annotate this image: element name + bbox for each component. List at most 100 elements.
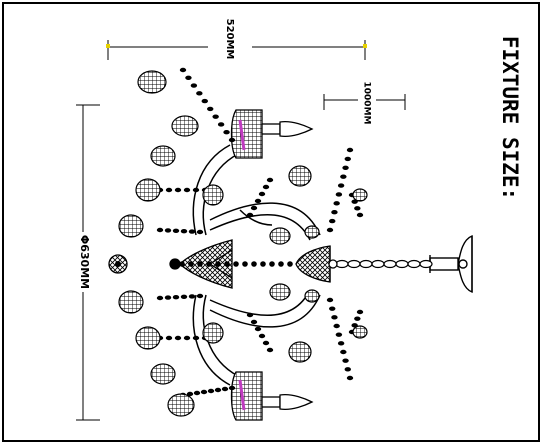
strand-bead (212, 114, 219, 119)
ceiling-canopy (429, 234, 473, 294)
strand-bead (333, 323, 340, 329)
stem-bead (215, 261, 221, 267)
strand-bead (326, 297, 334, 303)
chandelier-arms (192, 144, 321, 386)
drop-dimension: 1000MM (323, 82, 406, 125)
width-label: 520MM (224, 19, 235, 60)
stem-bead (179, 261, 185, 267)
strand-bead (223, 130, 230, 135)
strand-bead (344, 156, 351, 162)
strand-bead (193, 390, 201, 396)
strand-bead (254, 198, 262, 204)
strand-bead (337, 341, 345, 346)
central-body (169, 239, 338, 289)
strand-bead (250, 205, 258, 211)
strand-bead (196, 91, 203, 96)
strand-bead (266, 347, 274, 353)
strand-bead (340, 174, 347, 179)
strand-bead (172, 295, 180, 300)
strand-bead (346, 375, 354, 381)
strand-bead (192, 187, 200, 193)
drop-label: 1000MM (362, 82, 372, 125)
strand-bead (183, 187, 191, 193)
width-dimension: 520MM (106, 19, 367, 60)
crystal-pendant (352, 188, 368, 202)
strand-bead (250, 319, 258, 325)
crystal-pendant (135, 326, 161, 350)
main-stem (179, 261, 293, 267)
strand-bead (214, 387, 222, 393)
strand-bead (192, 335, 200, 341)
crystal-pendant (304, 225, 320, 239)
chain-link (335, 259, 349, 269)
stem-bead (242, 261, 248, 267)
strand-bead (331, 210, 338, 215)
strand-bead (186, 391, 194, 397)
crystal-pendant (202, 322, 224, 344)
strand-bead (246, 312, 254, 318)
strand-bead (190, 83, 198, 88)
strand-bead (262, 184, 270, 190)
chain-link (395, 259, 409, 269)
strand-bead (254, 326, 262, 332)
accent-stroke (238, 119, 246, 151)
strand-bead (164, 295, 172, 300)
strand-bead (185, 75, 192, 80)
crystal-pendant (135, 178, 161, 202)
stem-bead (233, 261, 239, 267)
crystal-pendant (202, 184, 224, 206)
strand-bead (258, 191, 266, 197)
stem-bead (197, 261, 203, 267)
strand-bead (246, 212, 254, 218)
chain-link (383, 259, 397, 269)
strand-bead (201, 98, 208, 104)
crystal-pendant (118, 290, 144, 314)
strand-bead (354, 206, 361, 211)
strand-bead (356, 309, 364, 315)
stem-bead (251, 261, 257, 267)
strand-bead (333, 201, 340, 206)
stem-bead (260, 261, 266, 267)
strand-bead (331, 315, 338, 320)
chain-link (347, 259, 361, 269)
strand-bead (165, 335, 173, 341)
candle-cup-top (230, 109, 314, 159)
crystal-pendant (288, 341, 312, 363)
strand-bead (342, 358, 349, 363)
candle-cup-bottom (230, 371, 314, 421)
strand-bead (183, 335, 191, 341)
crystal-pendant (150, 145, 176, 167)
strand-bead (156, 227, 164, 233)
strand-bead (196, 229, 204, 235)
stem-bead (206, 261, 212, 267)
crystal-pendant (288, 165, 312, 187)
strand-bead (180, 229, 188, 234)
strand-bead (172, 228, 180, 233)
stem-bead (287, 261, 293, 267)
diameter-label: Φ630MM (78, 235, 91, 289)
strand-bead (221, 386, 229, 392)
chain-link (371, 259, 385, 269)
stem-bead (188, 261, 194, 267)
accent-stroke (238, 379, 246, 411)
strand-bead (207, 388, 215, 394)
page-title: FIXTURE SIZE: (498, 36, 522, 200)
chain-link (419, 259, 433, 269)
strand-bead (326, 227, 334, 233)
crystal-pendant (167, 393, 195, 417)
chain-link (359, 259, 373, 269)
dimension-tick-right (363, 44, 367, 48)
crystal-pendant (352, 325, 368, 339)
strand-bead (180, 294, 188, 299)
strand-bead (217, 122, 225, 127)
strand-bead (354, 316, 361, 321)
strand-bead (262, 340, 270, 346)
strand-bead (228, 137, 236, 143)
stem-bead (278, 261, 284, 267)
crystal-pendant (269, 227, 291, 245)
crystal-pendant (118, 214, 144, 238)
crystal-pendants (108, 70, 368, 417)
strand-bead (228, 385, 236, 391)
strand-bead (200, 389, 208, 395)
